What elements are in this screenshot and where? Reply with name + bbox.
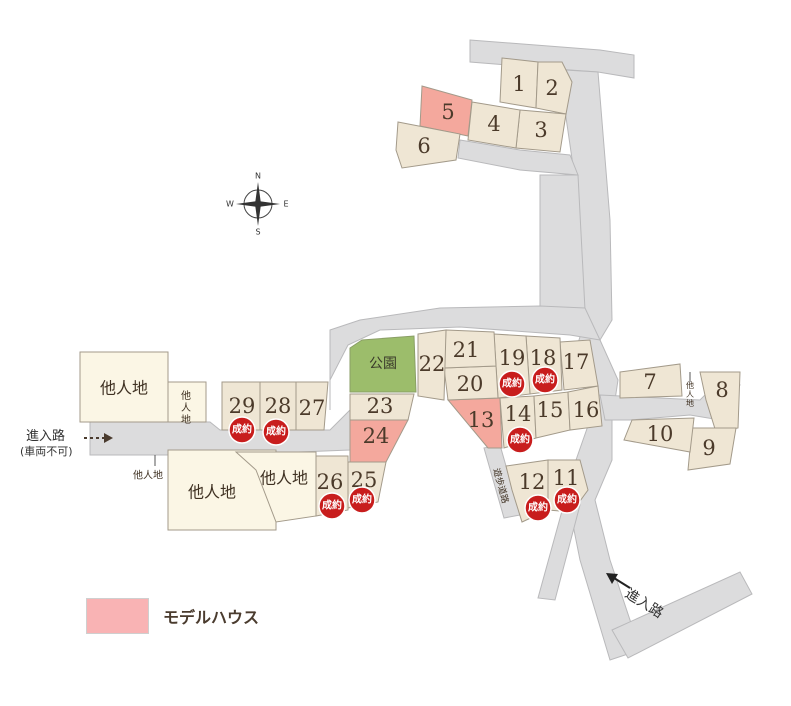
lot-number-14: 14 xyxy=(505,402,532,426)
lot-number-9: 9 xyxy=(702,436,715,460)
lot-6[interactable] xyxy=(395,121,461,169)
compass-s: S xyxy=(255,228,260,237)
entrance-right-arrow-line xyxy=(613,577,631,589)
sold-badge-29: 成約 xyxy=(228,416,256,444)
other-land-vertical-label-east: 他人地 xyxy=(686,372,694,408)
compass-w: W xyxy=(226,200,234,209)
compass-icon: N S E W xyxy=(226,172,288,237)
arrow-up-left-icon xyxy=(606,573,618,584)
arrow-right-icon xyxy=(104,433,113,443)
lot-number-15: 15 xyxy=(537,398,564,422)
sold-badge-text: 成約 xyxy=(502,377,522,390)
lot-22[interactable] xyxy=(417,329,447,401)
lot-number-2: 2 xyxy=(545,76,558,100)
sold-badge-12: 成約 xyxy=(524,494,552,522)
sold-badge-text: 成約 xyxy=(535,373,555,386)
legend-model-house-swatch xyxy=(86,598,149,634)
legend-model-house-label: モデルハウス xyxy=(163,608,260,627)
lot-number-28: 28 xyxy=(265,394,292,418)
lot-number-16: 16 xyxy=(573,398,600,422)
sold-badge-text: 成約 xyxy=(322,499,342,512)
lot-number-1: 1 xyxy=(512,72,525,96)
sold-badge-18: 成約 xyxy=(531,366,559,394)
lot-16[interactable] xyxy=(567,385,603,431)
lot-2[interactable] xyxy=(535,61,573,115)
lot-number-18: 18 xyxy=(530,346,557,370)
sold-badge-text: 成約 xyxy=(528,501,548,514)
other-land-label-small: 他人地 xyxy=(133,469,163,482)
sold-badge-text: 成約 xyxy=(232,423,252,436)
lot-number-20: 20 xyxy=(457,372,484,396)
lot-number-12: 12 xyxy=(519,470,546,494)
sold-badge-text: 成約 xyxy=(352,493,372,506)
lot-9[interactable] xyxy=(687,427,737,471)
lot-number-21: 21 xyxy=(453,338,480,362)
lot-number-6: 6 xyxy=(417,134,430,158)
lot-number-27: 27 xyxy=(299,396,326,420)
sold-badge-28: 成約 xyxy=(262,418,290,446)
lot-number-26: 26 xyxy=(317,470,344,494)
sold-badge-14: 成約 xyxy=(506,426,534,454)
compass-n: N xyxy=(255,172,261,181)
lot-number-23: 23 xyxy=(367,394,394,418)
lot-number-7: 7 xyxy=(643,370,656,394)
lot-number-22: 22 xyxy=(419,352,446,376)
other-land-label-bottom-left: 他人地 xyxy=(188,483,236,502)
other-land-vertical-label: 他人地 xyxy=(181,389,191,426)
lot-number-3: 3 xyxy=(534,118,547,142)
roads xyxy=(89,39,753,661)
legend: モデルハウス xyxy=(86,598,259,634)
other-land-bottom-left xyxy=(167,449,277,531)
road-middle-curve xyxy=(329,305,601,410)
road-upper-left xyxy=(539,174,586,311)
other-land-vertical-text: 他人地 xyxy=(181,389,191,426)
other-land-label-bottom-mid: 他人地 xyxy=(260,469,308,488)
park[interactable] xyxy=(349,335,417,393)
lot-10[interactable] xyxy=(623,417,695,453)
lot-number-29: 29 xyxy=(229,394,256,418)
lot-7[interactable] xyxy=(619,363,683,399)
lot-number-24: 24 xyxy=(363,424,390,448)
sold-badge-text: 成約 xyxy=(510,433,530,446)
lot-number-4: 4 xyxy=(487,112,500,136)
other-land-vertical-text-east: 他人地 xyxy=(686,380,694,408)
sold-badges: 成約 成約 成約 成約 成約 成約 成約 成約 成約 xyxy=(228,366,581,522)
other-land-left-small xyxy=(167,381,207,423)
lot-number-11: 11 xyxy=(553,466,580,490)
lot-5[interactable] xyxy=(419,85,473,137)
sold-badge-text: 成約 xyxy=(557,493,577,506)
sold-badge-25: 成約 xyxy=(348,486,376,514)
lot-numbers: 1 2 3 4 5 6 7 8 9 10 11 12 13 14 15 16 1… xyxy=(229,72,729,494)
entrance-left-label: 進入路 xyxy=(26,428,65,444)
lot-number-19: 19 xyxy=(499,346,526,370)
other-land-bottom-mid xyxy=(234,451,317,523)
sold-badge-11: 成約 xyxy=(553,486,581,514)
lot-number-5: 5 xyxy=(441,100,454,124)
road-southeast xyxy=(611,571,753,659)
other-land-label-left: 他人地 xyxy=(100,379,148,398)
lot-number-8: 8 xyxy=(715,378,728,402)
entrance-left-note: (車両不可) xyxy=(20,444,73,458)
lot-number-13: 13 xyxy=(468,408,495,432)
road-top xyxy=(469,39,635,79)
entrance-left: 進入路 (車両不可) xyxy=(20,428,113,458)
lot-number-10: 10 xyxy=(647,422,674,446)
park-label: 公園 xyxy=(369,356,397,372)
lot-17[interactable] xyxy=(559,339,599,391)
lot-number-17: 17 xyxy=(563,350,590,374)
compass-e: E xyxy=(283,200,288,209)
sold-badge-text: 成約 xyxy=(266,425,286,438)
lots xyxy=(79,57,741,531)
sold-badge-19: 成約 xyxy=(498,370,526,398)
sold-badge-26: 成約 xyxy=(318,492,346,520)
lot-29[interactable] xyxy=(221,381,261,431)
